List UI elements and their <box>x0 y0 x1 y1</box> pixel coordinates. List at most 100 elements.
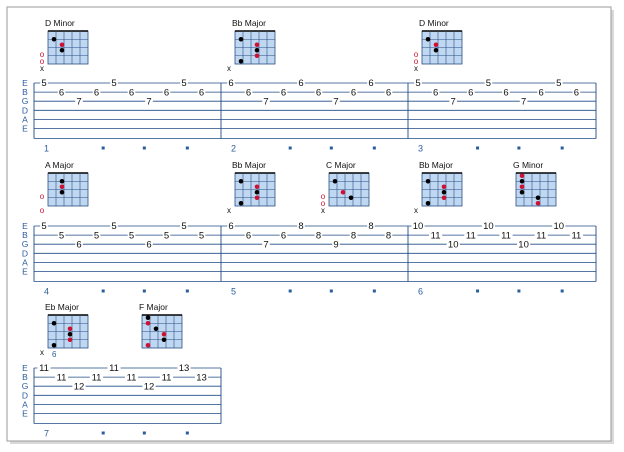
beat-tick <box>560 146 564 150</box>
note-bg <box>555 78 563 88</box>
note-bg <box>349 230 358 240</box>
tab-note: 6 <box>351 87 356 98</box>
note-bg <box>552 221 566 231</box>
note-bg <box>227 78 235 88</box>
note-bg <box>127 230 136 240</box>
note-bg <box>297 78 305 88</box>
tab-note: 6 <box>246 230 251 241</box>
note-bg <box>145 239 153 249</box>
tab-note: 11 <box>501 230 511 241</box>
string-label: E <box>22 78 28 88</box>
chord-name: Bb Major <box>232 18 266 28</box>
note-bg <box>537 87 545 97</box>
beat-tick <box>101 431 105 435</box>
tab-note: 6 <box>281 230 286 241</box>
note-bg <box>332 96 340 106</box>
string-label: G <box>22 96 29 106</box>
finger-dot <box>254 195 260 201</box>
beat-tick <box>517 146 521 150</box>
tab-note: 5 <box>181 78 186 89</box>
note-bg <box>72 381 86 391</box>
note-bg <box>180 78 188 88</box>
note-bg <box>75 239 83 249</box>
string-label: E <box>22 124 28 134</box>
chord-name: D Minor <box>45 18 75 28</box>
string-label: G <box>22 239 29 249</box>
tab-note: 10 <box>413 221 424 232</box>
tab-note: 11 <box>39 363 49 374</box>
beat-tick <box>372 146 376 150</box>
tab-note: 6 <box>574 87 579 98</box>
tab-note: 8 <box>298 221 303 232</box>
note-bg <box>145 96 153 106</box>
finger-dot <box>153 326 159 332</box>
beat-tick <box>101 289 105 293</box>
tab-note: 5 <box>415 78 420 89</box>
note-bg <box>384 87 393 97</box>
note-bg <box>110 221 118 231</box>
string-label: E <box>22 409 28 419</box>
tab-note: 6 <box>199 87 204 98</box>
tab-note: 7 <box>146 96 151 107</box>
note-bg <box>367 78 375 88</box>
tab-note: 6 <box>246 87 251 98</box>
finger-dot <box>519 184 525 190</box>
tab-note: 11 <box>92 372 102 383</box>
note-bg <box>37 363 51 373</box>
note-bg <box>431 87 440 97</box>
open-string-marker: o <box>414 57 419 66</box>
note-bg <box>332 239 340 249</box>
finger-dot <box>145 320 151 326</box>
note-bg <box>159 372 174 382</box>
beat-tick <box>185 146 189 150</box>
note-bg <box>227 221 235 231</box>
note-bg <box>279 230 288 240</box>
measure-number: 1 <box>44 144 49 154</box>
beat-tick <box>142 146 146 150</box>
tab-note: 5 <box>199 230 204 241</box>
measure-number: 7 <box>44 429 49 439</box>
finger-dot <box>535 200 541 206</box>
note-bg <box>180 221 188 231</box>
measure-number: 2 <box>231 144 236 154</box>
finger-dot <box>59 178 65 184</box>
tab-note: 13 <box>179 363 190 374</box>
chord-diagram: Bb Major x <box>227 18 276 73</box>
measure-number: 5 <box>231 287 236 297</box>
open-string-marker: o <box>40 50 45 59</box>
note-bg <box>177 363 191 373</box>
beat-tick <box>288 146 292 150</box>
note-bg <box>194 372 209 382</box>
beat-tick <box>101 146 105 150</box>
string-label: D <box>22 248 28 258</box>
beat-tick <box>329 289 333 293</box>
note-bg <box>89 372 104 382</box>
muted-string-marker: x <box>227 64 231 73</box>
finger-dot <box>441 195 447 201</box>
finger-dot <box>59 184 65 190</box>
tab-note: 11 <box>536 230 546 241</box>
tab-note: 6 <box>76 239 81 250</box>
tab-note: 5 <box>111 221 116 232</box>
finger-dot <box>535 195 541 201</box>
tab-note: 11 <box>431 230 441 241</box>
string-label: D <box>22 390 28 400</box>
note-bg <box>467 87 475 97</box>
string-label: D <box>22 105 28 115</box>
note-bg <box>75 96 83 106</box>
finger-dot <box>254 47 260 53</box>
open-string-marker: o <box>321 199 326 208</box>
beat-tick <box>476 289 480 293</box>
muted-string-marker: x <box>321 206 325 215</box>
finger-dot <box>348 195 354 201</box>
beat-tick <box>476 146 480 150</box>
note-bg <box>54 372 69 382</box>
finger-dot <box>425 178 431 184</box>
note-bg <box>314 87 323 97</box>
